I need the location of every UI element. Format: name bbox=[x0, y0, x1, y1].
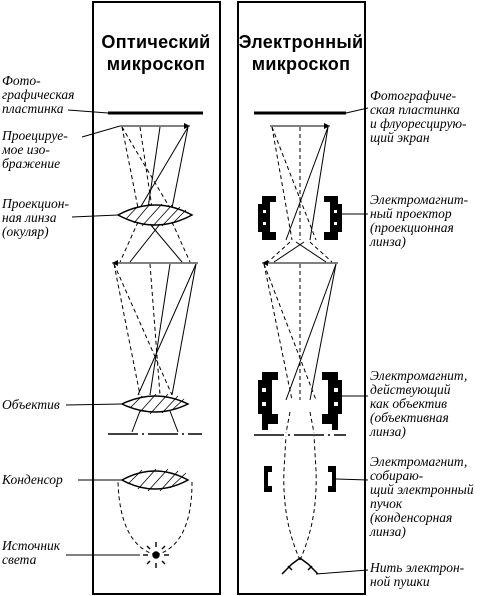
label-em-projector: Электромагнит- ный проектор (проекционна… bbox=[342, 192, 469, 249]
svg-text:Фото-: Фото- bbox=[2, 73, 41, 88]
light-source-icon bbox=[143, 542, 169, 568]
svg-text:Проецируе-: Проецируе- bbox=[1, 128, 68, 143]
optical-condenser-lens bbox=[120, 470, 190, 490]
optical-title-line1: Оптический bbox=[101, 32, 210, 52]
label-condenser: Конденсор bbox=[1, 472, 122, 487]
svg-text:ной пушки: ной пушки bbox=[370, 574, 430, 589]
svg-text:как объектив: как объектив bbox=[370, 396, 447, 411]
svg-text:Конденсор: Конденсор bbox=[1, 472, 63, 487]
svg-text:действующий: действующий bbox=[370, 382, 451, 397]
electron-ray-diagram bbox=[254, 111, 346, 575]
electron-title-line2: микроскоп bbox=[252, 54, 351, 74]
svg-text:Электромагнит,: Электромагнит, bbox=[370, 368, 467, 383]
svg-text:ская пластинка: ская пластинка bbox=[370, 102, 460, 117]
svg-text:и флуоресцирую-: и флуоресцирую- bbox=[370, 116, 467, 131]
svg-text:бражение: бражение bbox=[2, 156, 60, 171]
electron-projector-magnet bbox=[258, 196, 342, 240]
svg-text:(проекционная: (проекционная bbox=[370, 220, 454, 235]
label-light-source: Источник света bbox=[1, 538, 140, 567]
optical-title-line2: микроскоп bbox=[107, 54, 206, 74]
svg-text:Проекцион-: Проекцион- bbox=[1, 196, 70, 211]
filament-icon bbox=[281, 557, 319, 575]
svg-text:света: света bbox=[2, 552, 37, 567]
label-projected-image: Проецируе- мое изо- бражение bbox=[1, 125, 121, 171]
electron-title-line1: Электронный bbox=[239, 32, 364, 52]
optical-panel-frame bbox=[92, 1, 221, 595]
electron-condenser-magnet bbox=[264, 466, 336, 492]
left-labels: Фото- графическая пластинка Проецируе- м… bbox=[1, 73, 140, 567]
svg-text:линза): линза) bbox=[369, 424, 406, 439]
svg-text:линза): линза) bbox=[369, 524, 406, 539]
svg-text:(конденсорная: (конденсорная bbox=[370, 510, 452, 525]
svg-text:мое изо-: мое изо- bbox=[1, 142, 50, 157]
label-photo-plate: Фото- графическая пластинка bbox=[2, 73, 109, 116]
svg-text:Нить электрон-: Нить электрон- bbox=[369, 560, 465, 575]
svg-text:графическая: графическая bbox=[2, 87, 74, 102]
label-em-objective: Электромагнит, действующий как объектив … bbox=[342, 368, 467, 439]
svg-text:щий экран: щий экран bbox=[370, 130, 430, 145]
optical-ray-diagram bbox=[108, 111, 203, 568]
electron-panel-frame bbox=[237, 1, 366, 595]
label-filament: Нить электрон- ной пушки bbox=[315, 560, 465, 589]
svg-text:Объектив: Объектив bbox=[2, 397, 60, 412]
svg-text:Источник: Источник bbox=[1, 538, 61, 553]
svg-text:ный проектор: ный проектор bbox=[370, 206, 452, 221]
svg-text:ная линза: ная линза bbox=[2, 210, 57, 225]
svg-text:(окуляр): (окуляр) bbox=[2, 224, 49, 239]
label-em-condenser: Электромагнит, собираю- щий электронный … bbox=[335, 454, 474, 539]
svg-text:щий электронный: щий электронный bbox=[370, 482, 474, 497]
svg-text:линза): линза) bbox=[369, 234, 406, 249]
svg-text:пластинка: пластинка bbox=[2, 101, 64, 116]
svg-text:(объективная: (объективная bbox=[370, 410, 449, 425]
svg-text:Электромагнит,: Электромагнит, bbox=[370, 454, 467, 469]
svg-text:Электромагнит-: Электромагнит- bbox=[370, 192, 469, 207]
label-photo-plate-screen: Фотографиче- ская пластинка и флуоресцир… bbox=[345, 88, 467, 145]
svg-text:собираю-: собираю- bbox=[370, 468, 424, 483]
right-labels: Фотографиче- ская пластинка и флуоресцир… bbox=[315, 88, 474, 589]
svg-text:Фотографиче-: Фотографиче- bbox=[370, 88, 457, 103]
label-projection-lens: Проекцион- ная линза (окуляр) bbox=[1, 196, 119, 239]
svg-text:пучок: пучок bbox=[370, 496, 403, 511]
label-objective: Объектив bbox=[2, 397, 123, 412]
electron-objective-magnet bbox=[258, 372, 342, 430]
